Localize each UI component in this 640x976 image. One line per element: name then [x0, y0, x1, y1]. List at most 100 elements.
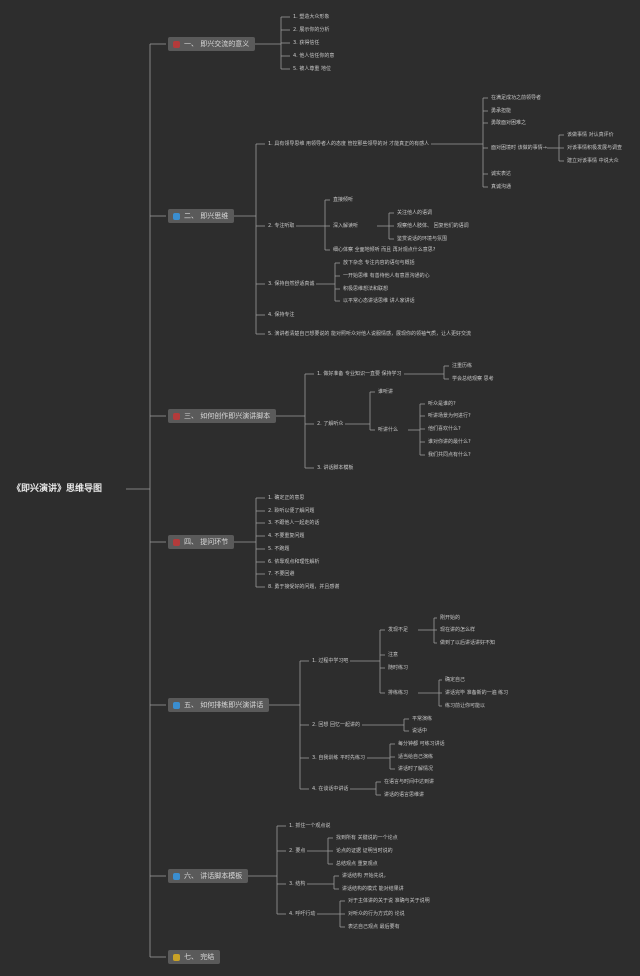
node-level2: 放下杂念 专注内容的语句与概括: [343, 260, 415, 266]
node-level2: 讲话结构的模式 能对结果讲: [342, 886, 404, 892]
node-level3: 练习前让你可能以: [445, 703, 486, 709]
node-level1: 3. 保持自然舒适真诚: [268, 281, 315, 287]
bulb-icon: [173, 953, 180, 961]
node-level1: 1. 塑造大众形象: [293, 14, 330, 20]
node-level1: 1. 具有领导思维 用领导者人的态度 管控那些领导的对 才能真正的有感人: [268, 141, 430, 147]
node-level1: 3. 不跟他人一起走的话: [268, 520, 320, 526]
node-level1: 1. 做好准备 专业知识一直要 保持学习: [317, 371, 402, 377]
branch-2: 二、 即兴思维: [168, 209, 235, 223]
branch-label: 一、 即兴交流的意义: [184, 40, 250, 48]
node-level1: 1. 抓住一个观点说: [289, 823, 331, 829]
node-level3: 刚开始的: [440, 615, 461, 621]
node-level2: 讲话的语言思维讲: [384, 792, 425, 798]
node-level3: 对该事情积极发展与调查: [567, 145, 623, 151]
target-icon: [173, 212, 180, 220]
node-level1: 2. 了解听众: [317, 421, 344, 427]
node-level2: 每分钟都 可练习讲话: [398, 741, 445, 747]
node-level1: 5. 被人尊重 地位: [293, 66, 331, 72]
node-level3: 听讲场景为何进行?: [428, 413, 471, 419]
node-level2: 深入解读听: [333, 223, 359, 229]
branch-label: 六、 讲话脚本模板: [184, 872, 243, 880]
node-level2: 表达自己观点 最后要有: [348, 924, 400, 930]
branch-1: 一、 即兴交流的意义: [168, 37, 256, 51]
node-level1: 8. 勇于接受好的问题，并且感谢: [268, 584, 340, 590]
node-level1: 5. 演讲者清楚自己想要说的 能对照听众对他人说服情感，展现你的领袖气质，让人更…: [268, 331, 471, 337]
branch-label: 三、 如何创作即兴演讲脚本: [184, 412, 271, 420]
node-level2: 找到所有 关键说的一个论点: [336, 835, 398, 841]
node-level3: 他们喜欢什么?: [428, 426, 461, 432]
node-level3: 谁对你讲的最什么?: [428, 439, 471, 445]
node-level1: 3. 结构: [289, 881, 306, 887]
node-level1: 1. 确定正的意思: [268, 495, 305, 501]
node-level2: 论点的证据 证明当时说的: [336, 848, 393, 854]
node-level1: 4. 他人信任你的意: [293, 53, 335, 59]
node-level1: 3. 讲话脚本模板: [317, 465, 354, 471]
node-level2: 在语言与时间中达到讲: [384, 779, 435, 785]
node-level2: 诚实表达: [491, 171, 512, 177]
node-level2: 勇敢面对困难之: [491, 120, 527, 126]
node-level2: 听讲什么: [378, 427, 399, 433]
node-level3: 关注他人的语调: [397, 210, 433, 216]
branch-4: 四、 提问环节: [168, 535, 235, 549]
node-level1: 4. 保持专注: [268, 312, 295, 318]
node-level2: 平常演练: [412, 716, 433, 722]
node-level2: 注重历练: [452, 363, 473, 369]
node-level2: 对听众的行为方式的 论说: [348, 911, 405, 917]
branch-label: 四、 提问环节: [184, 538, 229, 546]
node-level3: 做到了以后讲话讲好不知: [440, 640, 496, 646]
root-topic: 《即兴演讲》思维导图: [12, 484, 103, 494]
node-level2: 讲话时了解情况: [398, 766, 434, 772]
node-level1: 1. 过程中学习吧: [312, 658, 349, 664]
node-level2: 总结观点 重复观点: [336, 861, 378, 867]
node-level1: 7. 不要回避: [268, 571, 295, 577]
node-level1: 6. 依靠观点和理性解析: [268, 559, 320, 565]
branch-label: 七、 完结: [184, 953, 215, 961]
node-level1: 3. 获得信任: [293, 40, 320, 46]
flag-icon: [173, 40, 180, 48]
node-level2: 对于主体讲的关于说 准确与关于说明: [348, 898, 430, 904]
node-level2: 说话中: [412, 728, 428, 734]
node-level2: 适当给自己演练: [398, 754, 434, 760]
node-level2: 积极思维想法和联想: [343, 286, 389, 292]
node-level2: 直接倾听: [333, 197, 354, 203]
node-level2: 谁听讲: [378, 389, 394, 395]
node-level3: 听众是谁的?: [428, 401, 456, 407]
home-icon: [173, 701, 180, 709]
node-level3: 确定自己: [445, 677, 466, 683]
question-icon: [173, 538, 180, 546]
branch-label: 五、 如何排练即兴演讲话: [184, 701, 264, 709]
node-level2: 排练练习: [388, 690, 409, 696]
node-level2: 在满足成功之前领导者: [491, 95, 542, 101]
node-level1: 2. 展示你的分析: [293, 27, 330, 33]
node-level3: 我们共同点有什么?: [428, 452, 471, 458]
node-level1: 4. 在谈话中讲话: [312, 786, 349, 792]
node-level3: 建立对该事情 中说大众: [567, 158, 619, 164]
branch-6: 六、 讲话脚本模板: [168, 869, 249, 883]
node-level1: 3. 自我训练 平时先练习: [312, 755, 365, 761]
scroll-icon: [173, 412, 180, 420]
node-level2: 学会总结观察 思考: [452, 376, 494, 382]
branch-7: 七、 完结: [168, 950, 221, 964]
node-level2: 以平常心态讲话思维 讲人家讲话: [343, 298, 415, 304]
grid-icon: [173, 872, 180, 880]
node-level2: 真诚沟通: [491, 184, 512, 190]
node-level3: 观察他人肢体、 回复他们的语调: [397, 223, 469, 229]
node-level3: 该做事情 对认真评价: [567, 132, 614, 138]
branch-label: 二、 即兴思维: [184, 212, 229, 220]
node-level3: 讲话完毕 准备新的一遍 练习: [445, 690, 509, 696]
node-level2: 发现不足: [388, 627, 409, 633]
node-level1: 5. 不跑题: [268, 546, 290, 552]
node-level1: 2. 聆听以便了解问题: [268, 508, 315, 514]
node-level1: 4. 不要重复问题: [268, 533, 305, 539]
node-level2: 讲话结构 开始先说，: [342, 873, 389, 879]
node-level1: 2. 回想 回忆一起讲的: [312, 722, 360, 728]
node-level1: 4. 呼吁行动: [289, 911, 316, 917]
branch-3: 三、 如何创作即兴演讲脚本: [168, 409, 277, 423]
node-level2: 一开始思维 有善待他人有意愿沟通的心: [343, 273, 430, 279]
node-level2: 注意: [388, 652, 399, 658]
node-level2: 随时练习: [388, 665, 409, 671]
node-level3: 现在讲的怎么样: [440, 627, 476, 633]
node-level1: 2. 要点: [289, 848, 306, 854]
node-level3: 鉴赏说话的环境与氛围: [397, 236, 448, 242]
